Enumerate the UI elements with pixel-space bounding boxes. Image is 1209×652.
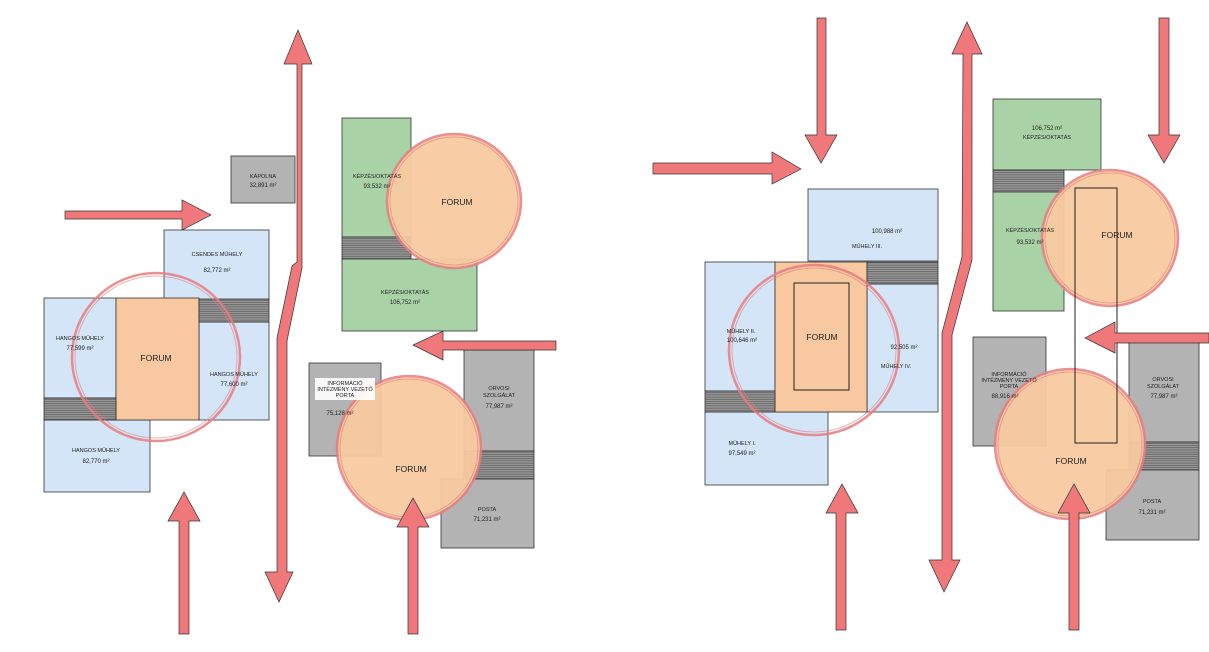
arrow-up	[396, 497, 430, 635]
room-label: HANGOS MŰHELY	[56, 335, 104, 342]
forum-ring	[385, 132, 523, 270]
arrow-up	[825, 483, 859, 631]
room-area: 82,770 m²	[82, 459, 109, 465]
room-label: PORTA	[336, 393, 355, 399]
room-csendes-muhely	[163, 229, 270, 301]
arrow-bidirectional	[928, 21, 983, 593]
room-label: INTÉZMÉNY VEZETŐ	[317, 386, 373, 393]
room-area: 71,231 m²	[1138, 510, 1165, 516]
forum-core-education	[1043, 171, 1177, 305]
room-area: 100,988 m²	[872, 229, 902, 235]
forum-label: FORUM	[395, 464, 426, 474]
room-label: ORVOSI	[1152, 377, 1174, 383]
room-hangos-muhely-top	[43, 297, 117, 399]
room-label: CSENDES MŰHELY	[192, 251, 243, 258]
forum-core-workshops	[774, 261, 868, 413]
room-area: 92,505 m²	[890, 345, 917, 351]
room-area: 75,128 m²	[326, 411, 353, 417]
room-hangos-muhely-bottom	[43, 419, 151, 493]
room-muhely-iii	[807, 188, 939, 262]
room-label: MŰHELY I.	[729, 440, 756, 447]
room-muhely-ii	[704, 261, 776, 392]
arrow-right	[652, 151, 802, 185]
room-label: HANGOS MŰHELY	[72, 447, 120, 454]
forum-ring	[727, 263, 901, 437]
forum-label: FORUM	[140, 353, 171, 363]
arrow-bidirectional	[264, 29, 313, 603]
room-kepzes-bottom	[341, 258, 478, 332]
room-label: MŰHELY IV.	[881, 363, 912, 370]
room-area: 93,532 m²	[363, 184, 390, 190]
left-plan: CSENDES MŰHELY 82,772 m² HANGOS MŰHELY 7…	[43, 29, 557, 635]
arrow-up	[167, 491, 201, 635]
room-area: 71,231 m²	[473, 517, 500, 523]
forum-inner-frame	[793, 282, 850, 391]
arrow-down	[804, 17, 838, 164]
forum-core-workshops	[115, 297, 200, 421]
room-area: 82,772 m²	[203, 268, 230, 274]
room-label: POSTA	[1143, 499, 1162, 505]
room-label: SZOLGÁLAT	[483, 392, 516, 399]
room-area: 77,987 m²	[485, 404, 512, 410]
room-hangos-muhely-right	[198, 321, 270, 421]
room-label: KÁPOLNA	[250, 173, 276, 180]
room-area: 32,891 m²	[249, 183, 276, 189]
room-label: KÉPZÉS/OKTATÁS	[381, 289, 429, 296]
arrow-right	[64, 199, 212, 231]
room-label: INFORMÁCIÓ	[991, 371, 1027, 378]
arrow-up	[1057, 483, 1091, 631]
stair-hatch	[198, 298, 270, 323]
room-label: MŰHELY III.	[852, 243, 883, 250]
room-label: INFORMÁCIÓ	[327, 380, 363, 387]
forum-inner-frame	[1074, 187, 1118, 444]
stair-hatch	[992, 169, 1065, 193]
forum-label: FORUM	[441, 197, 472, 207]
arrow-down	[1147, 17, 1181, 164]
right-plan: 100,988 m² MŰHELY III. MŰHELY II. 100,64…	[652, 17, 1209, 631]
stair-hatch	[866, 261, 939, 285]
forum-ring	[70, 271, 242, 443]
room-label: ORVOSI	[488, 386, 510, 392]
stair-hatch	[43, 397, 117, 421]
room-kapolna	[230, 155, 296, 204]
room-area: 106,752 m²	[1032, 126, 1062, 132]
forum-label: FORUM	[1055, 456, 1086, 466]
forum-label: FORUM	[806, 332, 837, 342]
arrow-left	[1084, 321, 1209, 354]
room-area: 100,646 m²	[727, 338, 757, 344]
room-label: SZOLGÁLAT	[1147, 383, 1180, 390]
room-label: POSTA	[478, 507, 497, 513]
room-area: 106,752 m²	[390, 300, 420, 306]
room-label: KÉPZÉS/OKTATÁS	[1006, 227, 1054, 234]
room-label: KÉPZÉS/OKTATÁS	[353, 173, 401, 180]
room-area: 77,599 m²	[66, 346, 93, 352]
room-label: HANGOS MŰHELY	[210, 371, 258, 378]
forum-core-education	[388, 135, 520, 267]
room-label: INTÉZMÉNY VEZETŐ	[981, 377, 1037, 384]
forum-core-services	[338, 377, 480, 519]
room-label: MŰHELY II.	[727, 328, 756, 335]
arrow-left	[412, 330, 557, 361]
room-label: KÉPZÉS/OKTATÁS	[1023, 134, 1071, 141]
forum-ring	[1040, 168, 1180, 308]
room-area: 77,600 m²	[220, 382, 247, 388]
room-area: 93,532 m²	[1016, 240, 1043, 246]
room-area: 77,987 m²	[1150, 394, 1177, 400]
room-muhely-i	[704, 411, 829, 486]
room-area: 88,916 m²	[991, 394, 1018, 400]
forum-core-services	[996, 370, 1144, 518]
room-area: 97,549 m²	[728, 451, 755, 457]
room-label: PORTA	[1000, 384, 1019, 390]
room-kepzes-top	[992, 98, 1102, 171]
